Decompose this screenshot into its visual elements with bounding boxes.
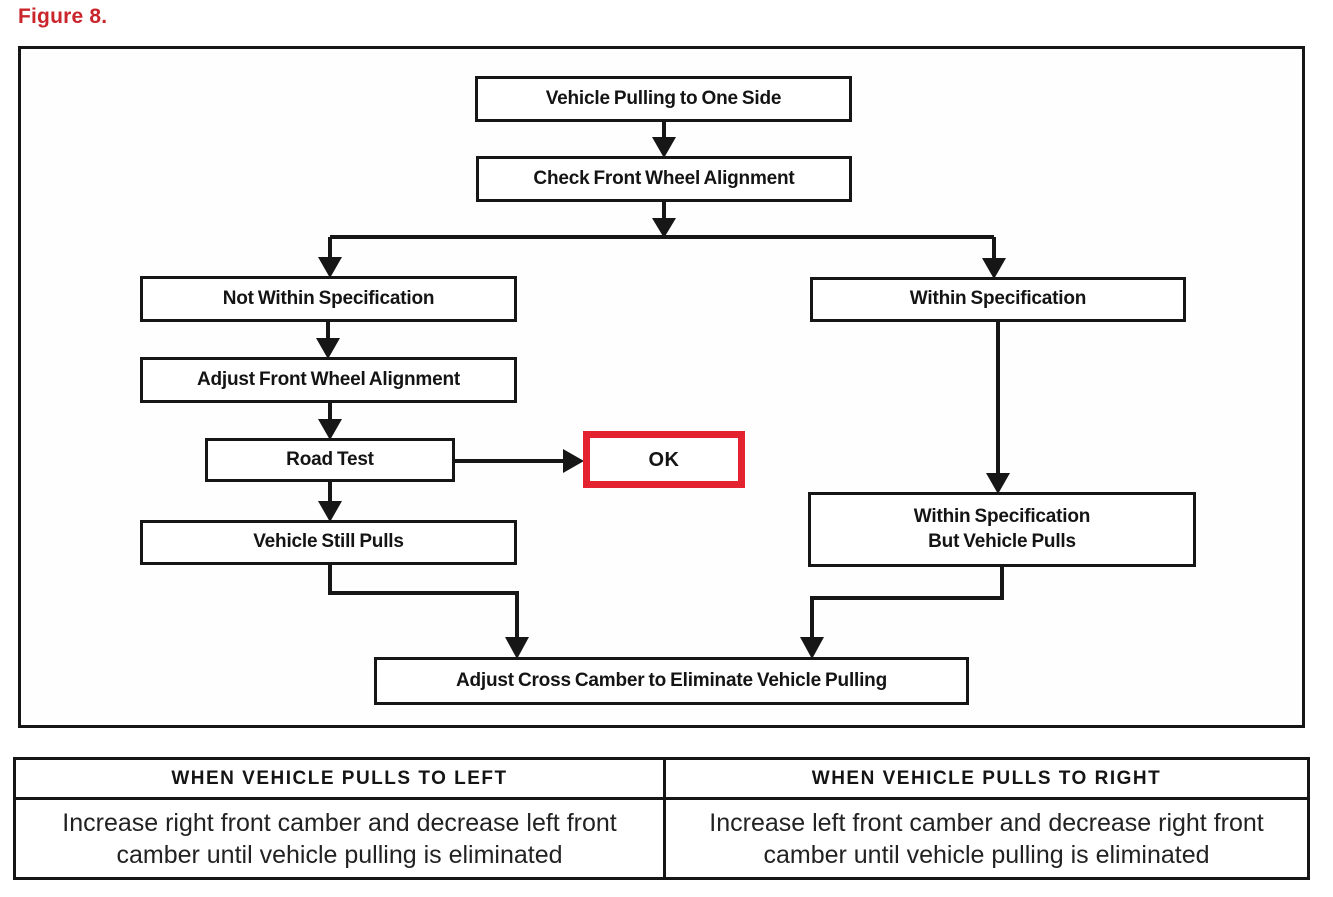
- camber-adjustment-table: WHEN VEHICLE PULLS TO LEFT WHEN VEHICLE …: [13, 757, 1310, 880]
- node-label: Check Front Wheel Alignment: [533, 167, 795, 189]
- node-label: Vehicle Pulling to One Side: [545, 87, 782, 109]
- node-within-specification-but-vehicle-pulls: Within Specification But Vehicle Pulls: [808, 492, 1196, 567]
- table-cell-pulls-left: Increase right front camber and decrease…: [16, 800, 666, 877]
- node-label: Adjust Cross Camber to Eliminate Vehicle…: [455, 669, 887, 691]
- figure-caption: Figure 8.: [18, 5, 108, 28]
- node-check-front-wheel-alignment: Check Front Wheel Alignment: [476, 156, 852, 202]
- node-label: OK: [648, 448, 680, 471]
- node-adjust-cross-camber: Adjust Cross Camber to Eliminate Vehicle…: [374, 657, 969, 705]
- table-cell-pulls-right: Increase left front camber and decrease …: [666, 800, 1307, 877]
- node-label: Not Within Specification: [222, 287, 435, 309]
- node-label: Vehicle Still Pulls: [253, 531, 404, 553]
- node-road-test: Road Test: [205, 438, 455, 482]
- cell-text-line2: camber until vehicle pulling is eliminat…: [763, 840, 1210, 869]
- node-label-line1: Within Specification: [913, 505, 1091, 527]
- table-header-pulls-left: WHEN VEHICLE PULLS TO LEFT: [16, 760, 666, 800]
- node-label: Adjust Front Wheel Alignment: [196, 368, 460, 390]
- node-not-within-specification: Not Within Specification: [140, 276, 517, 322]
- node-vehicle-pulling-to-one-side: Vehicle Pulling to One Side: [475, 76, 852, 122]
- cell-text-line1: Increase right front camber and decrease…: [62, 808, 617, 837]
- node-ok-highlighted: OK: [583, 431, 745, 488]
- node-adjust-front-wheel-alignment: Adjust Front Wheel Alignment: [140, 357, 517, 403]
- node-label-line2: But Vehicle Pulls: [928, 530, 1076, 552]
- table-header-pulls-right: WHEN VEHICLE PULLS TO RIGHT: [666, 760, 1307, 800]
- node-label: Road Test: [286, 448, 374, 470]
- cell-text-line2: camber until vehicle pulling is eliminat…: [116, 840, 563, 869]
- node-within-specification: Within Specification: [810, 277, 1186, 322]
- node-vehicle-still-pulls: Vehicle Still Pulls: [140, 520, 517, 565]
- cell-text-line1: Increase left front camber and decrease …: [709, 808, 1264, 837]
- node-label: Within Specification: [909, 288, 1087, 310]
